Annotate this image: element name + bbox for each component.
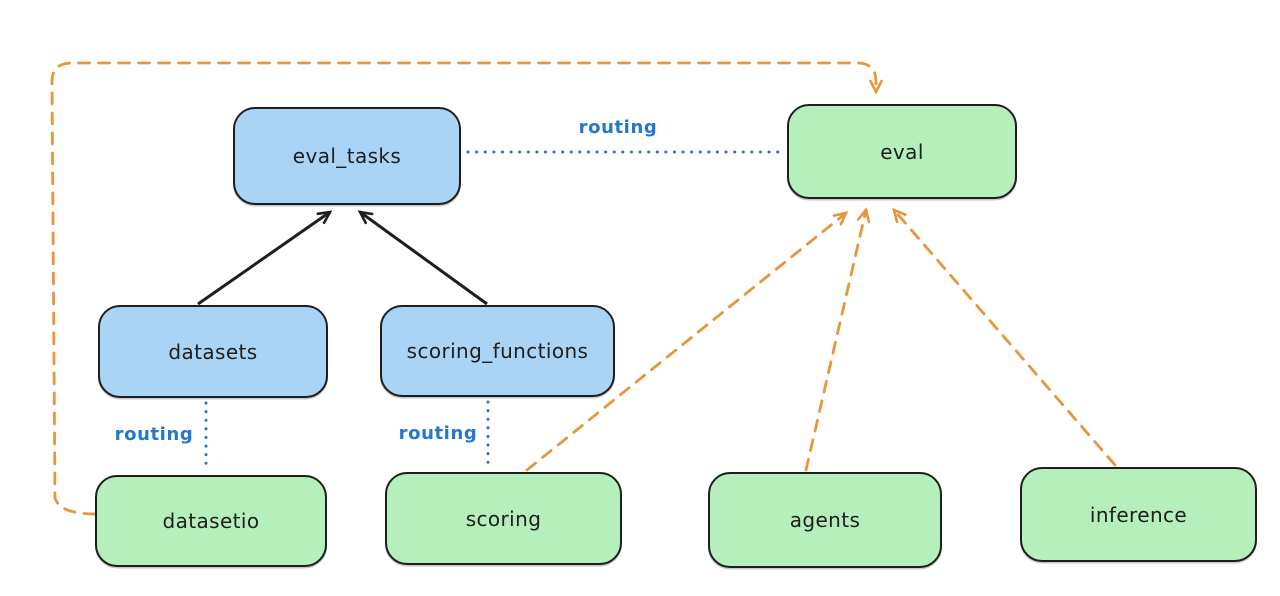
edge-datasets-to-eval-tasks xyxy=(197,210,333,306)
node-agents-label: agents xyxy=(789,508,861,532)
node-inference-label: inference xyxy=(1089,502,1188,527)
edge-datasetio-to-eval xyxy=(50,61,883,516)
edge-agents-to-eval xyxy=(804,207,871,472)
node-scoring-functions-label: scoring_functions xyxy=(406,339,589,363)
node-scoring-functions: scoring_functions xyxy=(380,305,615,397)
routing-label-datasets-datasetio: routing xyxy=(114,424,194,445)
node-eval-tasks-label: eval_tasks xyxy=(292,144,402,168)
node-datasetio-label: datasetio xyxy=(162,509,260,533)
node-scoring: scoring xyxy=(385,472,622,565)
node-eval-tasks: eval_tasks xyxy=(233,107,461,205)
edge-inference-to-eval xyxy=(892,207,1117,467)
node-eval-label: eval xyxy=(880,139,924,164)
node-datasets-label: datasets xyxy=(168,339,258,364)
edge-scoring-to-eval xyxy=(525,211,849,472)
node-agents: agents xyxy=(708,472,942,568)
node-scoring-label: scoring xyxy=(465,506,542,531)
node-datasets: datasets xyxy=(98,305,328,398)
routing-label-scoring-functions-scoring: routing xyxy=(398,423,478,444)
node-datasetio: datasetio xyxy=(95,475,327,567)
edge-scoring-functions-to-eval-tasks xyxy=(357,210,488,306)
node-inference: inference xyxy=(1020,467,1257,562)
node-eval: eval xyxy=(787,104,1017,199)
routing-label-eval-tasks-eval: routing xyxy=(578,117,658,138)
